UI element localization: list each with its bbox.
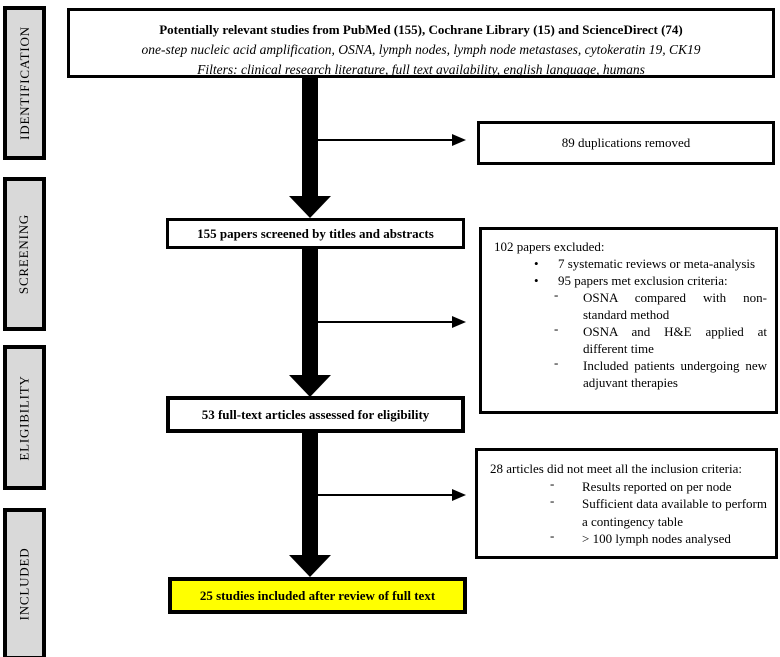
dash-icon: -: [554, 355, 559, 370]
papers-screened-box: 155 papers screened by titles and abstra…: [166, 218, 465, 249]
bullet-icon: •: [534, 256, 539, 271]
criteria-item-text: > 100 lymph nodes analysed: [582, 531, 731, 546]
branch-arrowhead-inclusion-criteria: [452, 489, 466, 501]
duplications-removed-label: 89 duplications removed: [561, 135, 691, 150]
excluded-subitem-text: OSNA compared with non-standard method: [583, 290, 767, 322]
search-filters: Filters: clinical research literature, f…: [197, 62, 645, 77]
inclusion-criteria-title: 28 articles did not meet all the inclusi…: [490, 461, 742, 476]
identification-sources-box: Potentially relevant studies from PubMed…: [67, 8, 775, 78]
bullet-icon: •: [534, 273, 539, 288]
studies-included-label: 25 studies included after review of full…: [199, 587, 436, 603]
branch-arrowhead-excluded-papers: [452, 316, 466, 328]
studies-included-box: 25 studies included after review of full…: [168, 577, 467, 614]
inclusion-criteria-box: 28 articles did not meet all the inclusi…: [475, 448, 778, 559]
excluded-subitem: - Included patients undergoing new adjuv…: [494, 355, 767, 391]
excluded-subitem-text: Included patients undergoing new adjuvan…: [583, 358, 767, 390]
stage-box-included: INCLUDED: [3, 508, 46, 657]
articles-assessed-label: 53 full-text articles assessed for eligi…: [201, 406, 430, 422]
articles-assessed-box: 53 full-text articles assessed for eligi…: [166, 396, 465, 433]
sources-title: Potentially relevant studies from PubMed…: [159, 22, 683, 37]
dash-icon: -: [554, 321, 559, 336]
excluded-subitem: - OSNA and H&E applied at different time: [494, 321, 767, 357]
stage-box-identification: IDENTIFICATION: [3, 6, 46, 160]
arrow-eligibility-to-included-head: [289, 555, 331, 577]
excluded-item-text: 7 systematic reviews or meta-analysis: [558, 256, 756, 271]
excluded-item: • 95 papers met exclusion criteria:: [494, 272, 767, 289]
excluded-item: • 7 systematic reviews or meta-analysis: [494, 255, 767, 272]
arrow-screening-to-eligibility-head: [289, 375, 331, 397]
branch-line-inclusion-criteria: [310, 494, 453, 496]
arrow-identification-to-screening-head: [289, 196, 331, 218]
dash-icon: -: [550, 528, 555, 543]
papers-excluded-box: 102 papers excluded: • 7 systematic revi…: [479, 227, 778, 414]
criteria-item: - Sufficient data available to perform a…: [490, 493, 767, 530]
stage-label-included: INCLUDED: [16, 547, 32, 621]
criteria-item-text: Sufficient data available to perform a c…: [582, 496, 767, 529]
branch-line-excluded-papers: [310, 321, 453, 323]
arrow-identification-to-screening-shaft: [302, 78, 318, 196]
papers-screened-label: 155 papers screened by titles and abstra…: [197, 225, 434, 241]
dash-icon: -: [550, 493, 555, 508]
criteria-item-text: Results reported on per node: [582, 478, 732, 494]
papers-excluded-title: 102 papers excluded:: [494, 239, 605, 254]
arrow-screening-to-eligibility-shaft: [302, 249, 318, 375]
branch-arrowhead-duplications: [452, 134, 466, 146]
duplications-removed-box: 89 duplications removed: [477, 121, 775, 165]
stage-label-eligibility: ELIGIBILITY: [16, 374, 32, 461]
dash-icon: -: [550, 475, 555, 491]
excluded-subitem-text: OSNA and H&E applied at different time: [583, 324, 767, 356]
excluded-item-text: 95 papers met exclusion criteria:: [558, 273, 728, 288]
stage-label-screening: SCREENING: [16, 213, 32, 295]
stage-label-identification: IDENTIFICATION: [16, 26, 32, 140]
stage-box-screening: SCREENING: [3, 177, 46, 331]
branch-line-duplications: [310, 139, 453, 141]
stage-box-eligibility: ELIGIBILITY: [3, 345, 46, 490]
excluded-subitem: - OSNA compared with non-standard method: [494, 287, 767, 323]
criteria-item: - Results reported on per node: [490, 475, 767, 496]
criteria-item: - > 100 lymph nodes analysed: [490, 528, 767, 548]
dash-icon: -: [554, 287, 559, 302]
search-keywords: one-step nucleic acid amplification, OSN…: [141, 42, 701, 57]
